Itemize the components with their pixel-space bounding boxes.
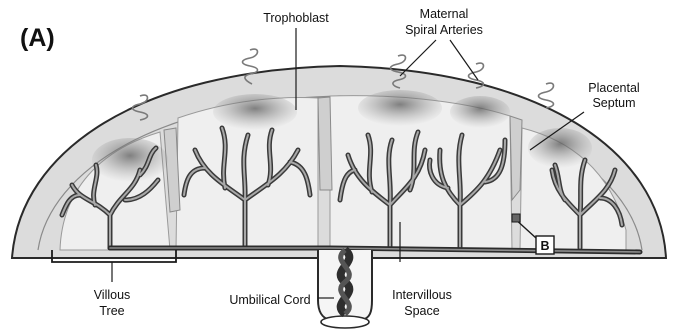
label-trophoblast: Trophoblast <box>263 11 329 25</box>
panel-label: (A) <box>20 24 55 52</box>
label-maternal-line1: Maternal <box>420 7 469 21</box>
label-villous-line2: Tree <box>99 304 124 318</box>
label-maternal-line2: Spiral Arteries <box>405 23 483 37</box>
label-villous-line1: Villous <box>94 288 131 302</box>
umbilical-cord <box>318 250 372 328</box>
label-septum-line1: Placental <box>588 81 639 95</box>
inset-label: B <box>540 239 549 253</box>
label-umbilical-cord: Umbilical Cord <box>229 293 310 307</box>
label-intervillous-line1: Intervillous <box>392 288 452 302</box>
label-intervillous-line2: Space <box>404 304 439 318</box>
label-septum-line2: Septum <box>592 96 635 110</box>
